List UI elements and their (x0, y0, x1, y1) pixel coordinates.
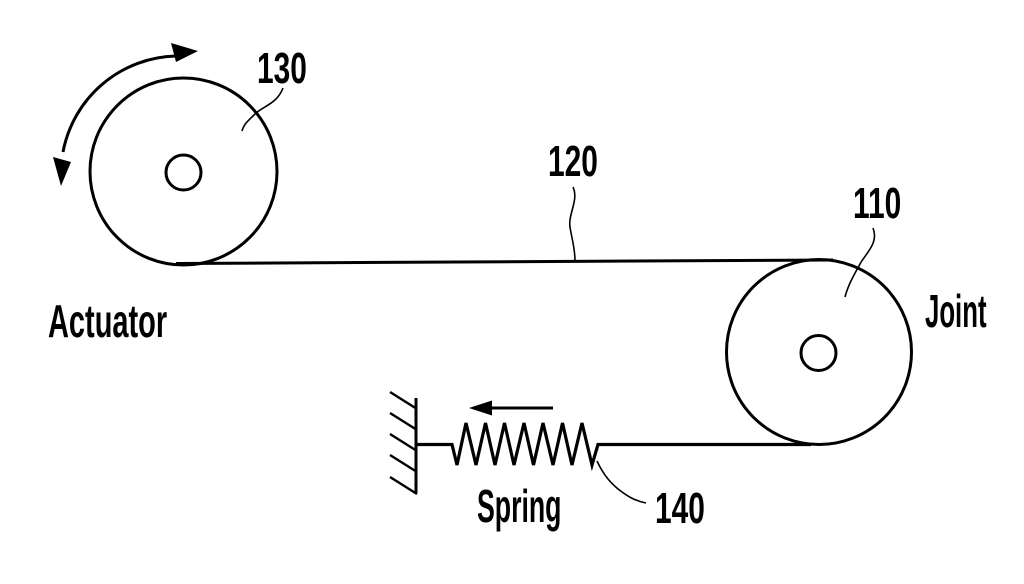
actuator-pulley-circle (88, 76, 279, 267)
leader-line-120 (569, 186, 576, 262)
joint-pulley-hub (799, 334, 838, 372)
actuator-label: Actuator (48, 295, 168, 347)
rotation-arrow-arc (61, 54, 177, 153)
ref-numeral-140: 140 (655, 484, 705, 533)
leader-line-110 (844, 227, 876, 298)
rotation-arrowhead-down-icon (53, 157, 71, 186)
ref-numeral-120: 120 (548, 137, 598, 186)
joint-label: Joint (925, 285, 987, 337)
joint-pulley-circle (725, 258, 913, 446)
force-arrowhead-left-icon (469, 400, 492, 416)
ref-numeral-110: 110 (853, 179, 902, 228)
leader-line-130 (241, 87, 284, 132)
leader-line-140 (596, 460, 647, 504)
leader-lines (241, 87, 876, 504)
spring-zigzag (416, 422, 811, 472)
ref-numeral-130: 130 (257, 44, 307, 93)
spring-label: Spring (477, 480, 562, 532)
wall-hatching (389, 390, 418, 496)
rotation-arrowhead-right-icon (171, 43, 198, 62)
actuator-pulley-hub (164, 153, 203, 192)
belt-line (175, 258, 834, 265)
